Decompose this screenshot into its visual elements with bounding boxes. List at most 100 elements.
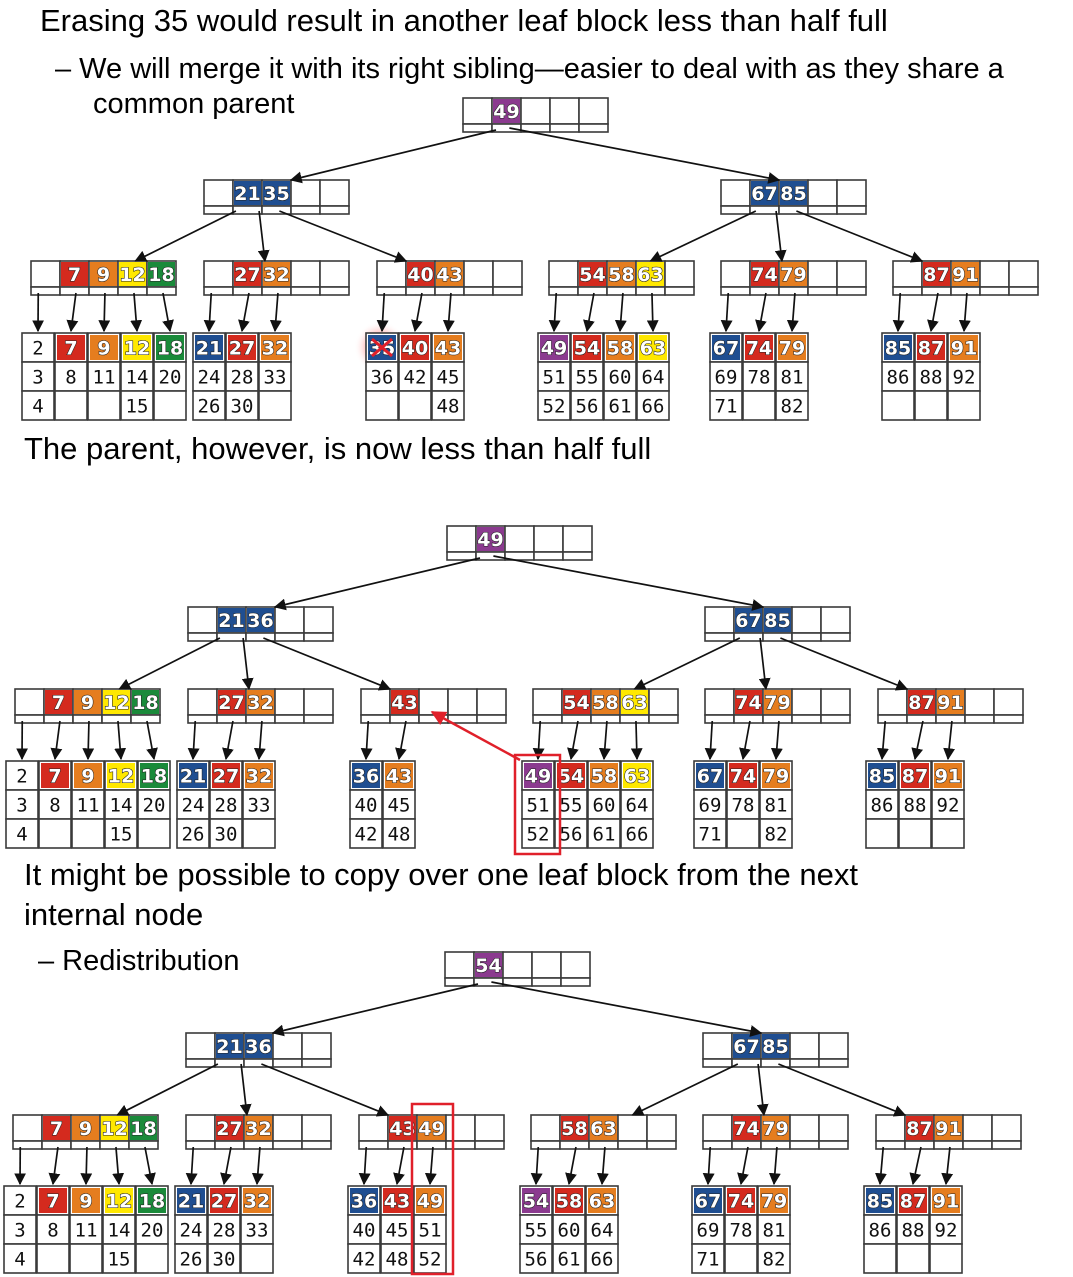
tree-edge xyxy=(768,1146,781,1186)
leaf-cell xyxy=(693,789,727,820)
leaf-value: 30 xyxy=(231,396,254,418)
leaf-cell xyxy=(365,361,399,392)
node-pointer-cell xyxy=(548,286,579,296)
tree-edge xyxy=(770,720,783,761)
leaf-key: 36 xyxy=(353,766,379,788)
leaf-block: 234 xyxy=(21,332,55,421)
node-pointer-cell xyxy=(1008,286,1039,296)
leaf-value: 92 xyxy=(937,795,960,817)
tree-edge xyxy=(289,129,497,184)
leaf-key: 43 xyxy=(386,766,412,788)
leaf-cell xyxy=(102,1214,136,1245)
node-pointer-cell xyxy=(648,714,679,724)
leaf-value: 26 xyxy=(198,396,221,418)
tree-edge xyxy=(130,292,143,333)
leaf-key-swatch xyxy=(950,335,978,360)
node-cell xyxy=(463,260,494,288)
node-pointer-cell xyxy=(836,205,867,215)
leaf-key-swatch xyxy=(179,763,207,788)
leaf-block: 911 xyxy=(69,1185,103,1274)
leaf-key: 9 xyxy=(79,1191,92,1213)
tree-edge xyxy=(442,292,455,333)
root-node: 49 xyxy=(462,97,609,133)
leaf-value: 30 xyxy=(215,824,238,846)
tree-edge xyxy=(273,557,481,611)
node-pointer-cell xyxy=(128,1140,159,1150)
key-swatch xyxy=(475,953,502,977)
node-cell xyxy=(272,1114,303,1142)
leaf-key-swatch xyxy=(917,335,945,360)
node-key: 36 xyxy=(245,1036,271,1058)
leaf-key-swatch xyxy=(245,763,273,788)
node-key: 27 xyxy=(216,1118,242,1140)
tree-edge xyxy=(596,1146,609,1186)
tree-edge xyxy=(614,292,627,333)
key-swatch xyxy=(103,690,130,714)
tree-edge xyxy=(241,637,254,691)
tree-edge xyxy=(633,637,741,690)
tree-edge xyxy=(780,637,909,691)
node-cell xyxy=(562,525,593,553)
key-swatch xyxy=(216,1034,243,1058)
node-pointer-cell xyxy=(416,1140,447,1150)
leaf-key-swatch xyxy=(606,335,634,360)
node-cell xyxy=(993,688,1024,716)
tree-edge xyxy=(279,210,408,263)
node-key: 49 xyxy=(418,1118,444,1140)
node-cell xyxy=(702,1114,733,1142)
leaf-key-swatch xyxy=(762,763,790,788)
leaf-cell xyxy=(636,390,670,421)
node-pointer-cell xyxy=(533,551,564,561)
leaf-value: 69 xyxy=(697,1220,720,1242)
node-pointer-cell xyxy=(720,286,751,296)
node-pointer-cell xyxy=(41,1140,72,1150)
key-swatch xyxy=(592,690,619,714)
key-swatch xyxy=(561,1116,588,1140)
tree-edge xyxy=(737,1146,749,1186)
leaf-key: 18 xyxy=(141,766,167,788)
node-key: 91 xyxy=(935,1118,961,1140)
leaf-key-swatch xyxy=(623,763,651,788)
node-pointer-cell xyxy=(778,205,809,215)
key-swatch xyxy=(780,262,807,286)
node-pointer-cell xyxy=(950,286,981,296)
leaf-key-swatch xyxy=(352,763,380,788)
node-pointer-cell xyxy=(904,1140,935,1150)
node-cell xyxy=(203,260,234,288)
tree-edge xyxy=(98,292,111,333)
leaf-value: 78 xyxy=(748,367,771,389)
node-pointer-cell xyxy=(59,286,90,296)
node-key: 54 xyxy=(579,264,605,286)
leaf-key: 91 xyxy=(933,1191,959,1213)
leaf-key-swatch xyxy=(261,335,289,360)
leaf-key: 67 xyxy=(697,766,723,788)
leaf-cell xyxy=(174,1214,208,1245)
leaf-cell xyxy=(742,361,776,392)
leaf-value: 28 xyxy=(215,795,238,817)
node-pointer-cell xyxy=(762,632,793,642)
leaf-cell xyxy=(242,818,276,849)
leaf-key: 18 xyxy=(157,338,183,360)
tree-edge xyxy=(114,720,127,761)
leaf-value: 8 xyxy=(65,367,76,389)
node-cell xyxy=(303,688,334,716)
leaf-cell xyxy=(537,361,571,392)
node-cell xyxy=(664,260,695,288)
leaf-value: 82 xyxy=(781,396,804,418)
tree-edge xyxy=(530,1146,543,1186)
leaf-key: 91 xyxy=(951,338,977,360)
tree-edge xyxy=(185,1146,198,1186)
node-pointer-cell xyxy=(232,286,263,296)
node-cell xyxy=(531,951,562,979)
leaf-cell xyxy=(947,390,981,421)
leaf-value: 40 xyxy=(355,795,378,817)
